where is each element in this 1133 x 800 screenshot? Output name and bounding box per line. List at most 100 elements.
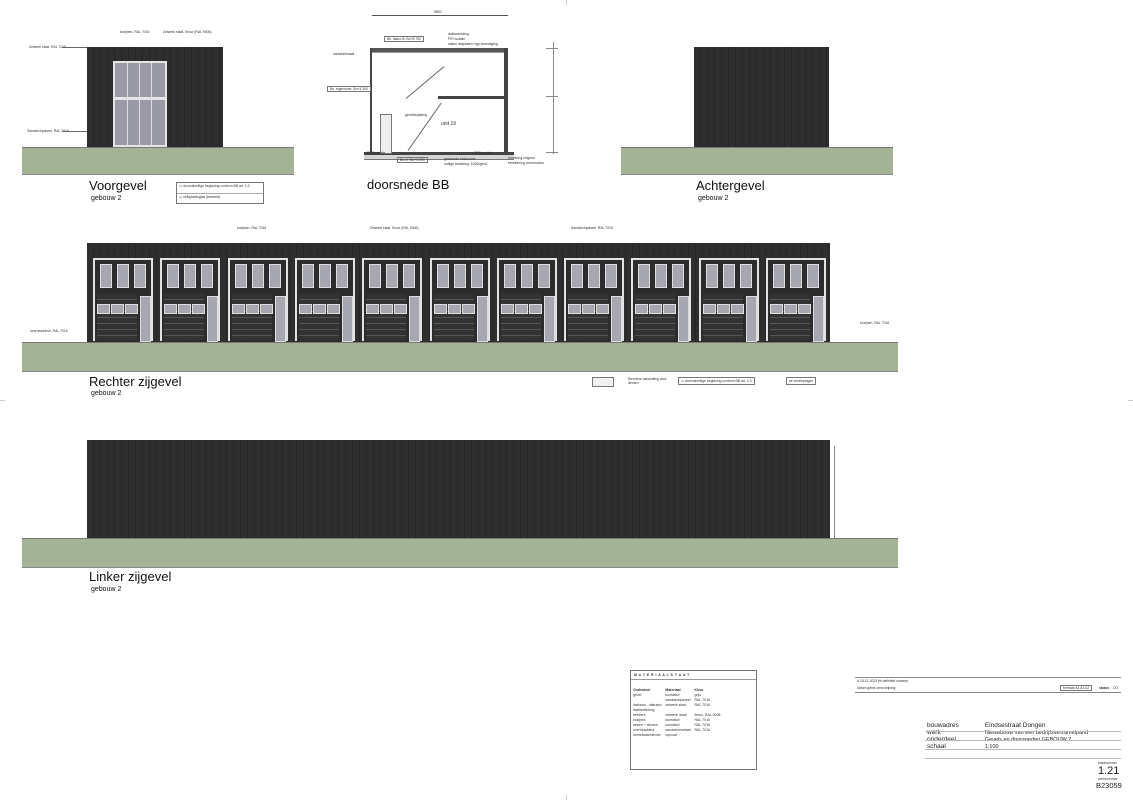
achtergevel-ground [621, 147, 893, 175]
unit-overhead-door [298, 294, 339, 340]
unit-window [470, 264, 483, 288]
materiaalstaat-cell: sandwichpaneel [665, 698, 691, 702]
unit-window-lower [312, 304, 326, 314]
tb-onderdeel: Gevels en doorsneden GEBOUW 2 [961, 736, 1090, 743]
unit-window [605, 264, 618, 288]
voorgevel-title: Voorgevel [89, 178, 147, 193]
unit-window [134, 264, 146, 288]
unit-window-lower [192, 304, 206, 314]
unit-window [773, 264, 785, 288]
rechter-label-zetwerk: Zetwerk staal, 5mux (RAL 9006) [370, 226, 419, 230]
tb-schaal-label: schaal [927, 743, 946, 750]
unit-window [739, 264, 752, 288]
materiaalstaat-cell: trekkers [633, 713, 646, 717]
voorgevel-legend: ▭ doorvalveilige beglazing conform BB ar… [176, 182, 264, 204]
unit-bay [294, 258, 355, 342]
doorsnede-label-gevel: gevelbeplating [405, 113, 427, 117]
unit-overhead-door [164, 294, 205, 340]
unit-door [341, 296, 353, 342]
doorsnede-label-nuttig: nuttige belasting: 1000kg/m2 [444, 162, 488, 166]
materiaalstaat-cell: ramen + deuren [633, 723, 658, 727]
materiaalstaat-cell: kunststof [665, 718, 680, 722]
unit-window-lower [164, 304, 178, 314]
voorgevel-ground [22, 147, 294, 175]
unit-window [335, 264, 348, 288]
unit-window [201, 264, 214, 288]
rechter-legend-aansluiting: Rechtere aansluiting door derden [628, 377, 667, 385]
unit-window [100, 264, 112, 288]
materiaalstaat-header: Materiaal [665, 688, 681, 692]
unit-window [167, 264, 180, 288]
doorsnede-dim: 8800 [434, 10, 442, 14]
unit-window-lower [663, 304, 677, 314]
materiaalstaat-cell: topcoat [665, 733, 677, 737]
revision-block: A 15-11-2023 jfh definitief ontwerp datu… [855, 677, 1121, 693]
linker-ground [22, 538, 898, 568]
unit-door [409, 296, 421, 342]
unit-window-lower [125, 304, 138, 314]
unit-door [611, 296, 623, 342]
materiaalstaat-cell: gevel [633, 693, 642, 697]
unit-door [813, 296, 824, 342]
materiaalstaat-cell: kunststof [665, 723, 680, 727]
materiaalstaat-cell: dakbedekking [633, 708, 655, 712]
unit-window-lower [770, 304, 783, 314]
materiaalstaat-cell: dakrand - dakrand [633, 703, 662, 707]
unit-bay [227, 258, 288, 342]
unit-window [588, 264, 601, 288]
rechter-legend-beglazing: doorvalveilige beglazing conform BB art.… [685, 379, 752, 383]
unit-door [207, 296, 219, 342]
materiaalstaat-cell: RAL 7016 [694, 728, 710, 732]
materiaalstaat-cell: RAL 7016 [694, 703, 710, 707]
unit-window-lower [433, 304, 447, 314]
voorgevel-label-kozijnen: kozijnen, RAL 7016 [120, 30, 150, 34]
linker-facade [87, 440, 830, 538]
materiaalstaat-header: Kleur [694, 688, 704, 692]
unit-overhead-door [433, 294, 474, 340]
materiaalstaat-cell: kozijnen [633, 718, 646, 722]
unit-window [722, 264, 735, 288]
rechter-label-overhead: overheaddeur, RAL 7016 [30, 329, 68, 333]
doorsnede-title: doorsnede BB [367, 177, 450, 192]
unit-window [386, 264, 399, 288]
unit-door [140, 296, 151, 342]
unit-door [476, 296, 488, 342]
unit-window [301, 264, 314, 288]
unit-window [184, 264, 197, 288]
achtergevel-facade [694, 47, 829, 147]
unit-window [672, 264, 685, 288]
unit-window-lower [245, 304, 259, 314]
revision-row2: datum getek omschrijving [857, 686, 896, 690]
unit-bay [160, 258, 221, 342]
doorsnede-label-sandwich: sandwichstaal [333, 52, 355, 56]
unit-overhead-door [770, 294, 810, 340]
unit-window-lower [582, 304, 596, 314]
tb-bouwadres: Eindsestraat Dongen [984, 722, 1046, 729]
unit-door [543, 296, 555, 342]
unit-overhead-door [97, 294, 137, 340]
voorgevel-label-sandwich: Sandwichpaneel, RAL 7016 [27, 129, 69, 133]
unit-window-lower [366, 304, 380, 314]
unit-window [453, 264, 466, 288]
unit-window [638, 264, 651, 288]
unit-door [678, 296, 690, 342]
unit-window-lower [514, 304, 528, 314]
tb-schaal: 1:100 [984, 743, 999, 750]
doorsnede-label-fundering: fundering volgens [508, 156, 535, 160]
materiaalstaat-cell: 5mux, RAL 9006 [694, 713, 721, 717]
materiaalstaat-cell: RAL 7016 [694, 723, 710, 727]
unit-window-lower [380, 304, 394, 314]
unit-window-lower [730, 304, 744, 314]
unit-door [274, 296, 286, 342]
unit-bay [698, 258, 759, 342]
unit-window-lower [97, 304, 110, 314]
unit-window-lower [447, 304, 461, 314]
unit-window [520, 264, 533, 288]
unit-window [503, 264, 516, 288]
achtergevel-subtitle: gebouw 2 [698, 195, 729, 202]
